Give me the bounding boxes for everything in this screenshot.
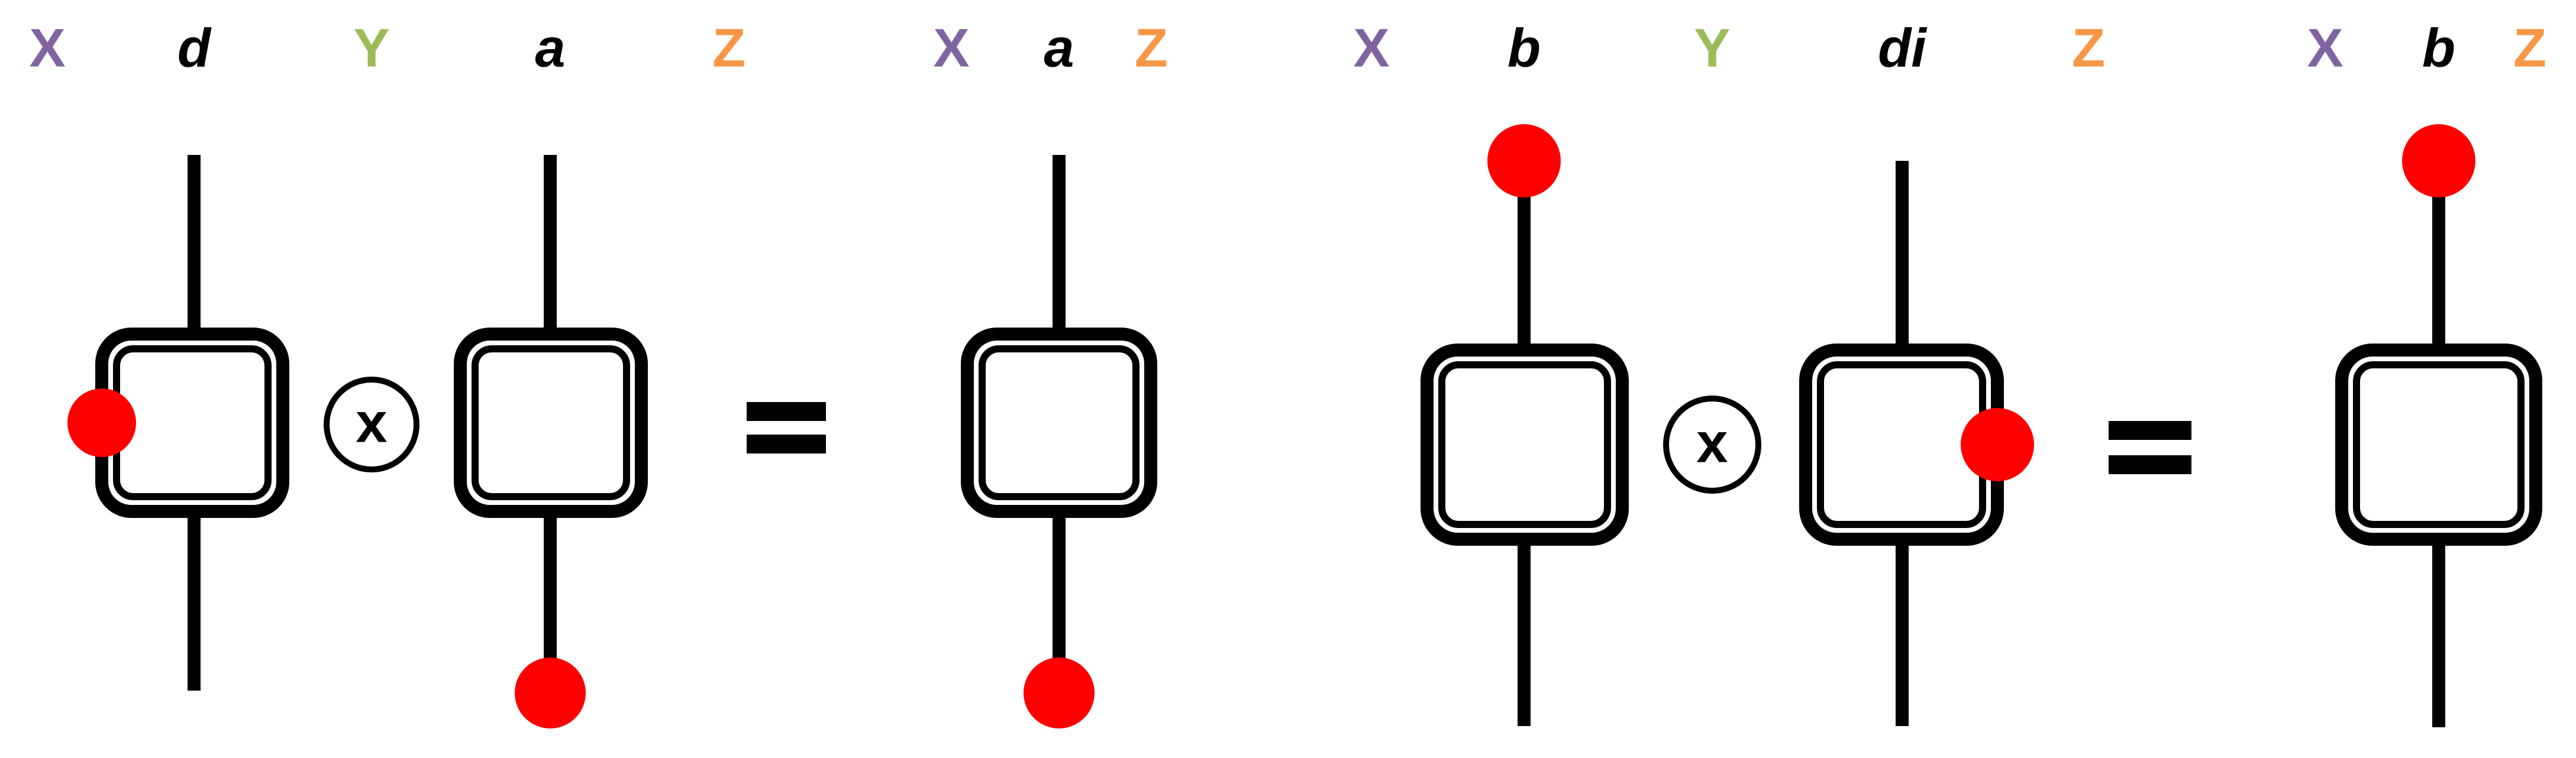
box-b-inner — [1438, 361, 1611, 528]
eq1-label-d: d — [177, 18, 212, 78]
eq2-label-b: b — [1507, 18, 1541, 78]
eq2-rhs-label-z: Z — [2513, 18, 2546, 78]
otimes-2-circle — [1663, 396, 1761, 494]
eq2-rhs-label-b: b — [2422, 18, 2455, 78]
eq2-label-y: Y — [1694, 18, 1730, 78]
eq2-rhs-label-x: X — [2307, 18, 2343, 78]
box-b-outer — [1421, 344, 1629, 546]
dot-di-right — [1961, 408, 2034, 481]
eq1-rhs-label-x: X — [933, 18, 969, 78]
eq1-label-x-left: X — [29, 18, 65, 78]
dot-rhs-b-top — [2402, 124, 2475, 197]
box-di — [1799, 161, 2034, 726]
equals-1-bottom-bar — [747, 435, 826, 453]
otimes-1-circle — [324, 377, 419, 472]
eq1-label-a: a — [535, 18, 565, 78]
rhs-box-a-outer — [961, 328, 1157, 518]
rhs-box-b-inner — [2353, 361, 2525, 528]
eq1-rhs-label-a: a — [1044, 18, 1074, 78]
eq1-rhs-label-z: Z — [1135, 18, 1168, 78]
otimes-1-x: x — [356, 391, 387, 454]
box-a-inner — [472, 345, 630, 500]
equation-1: X d Y a Z X a Z x — [29, 18, 1168, 728]
eq2-label-di: di — [1878, 18, 1928, 78]
dot-rhs-a-bottom — [1024, 657, 1095, 728]
rhs-box-a — [961, 155, 1157, 728]
otimes-2-x: x — [1696, 411, 1728, 474]
dot-a-bottom — [515, 657, 586, 728]
equals-sign-2 — [2109, 421, 2191, 474]
eq1-label-z-left: Z — [712, 18, 745, 78]
otimes-1: x — [324, 377, 419, 472]
equals-1-top-bar — [747, 402, 826, 421]
box-a — [454, 155, 648, 728]
dot-b-top — [1487, 124, 1561, 197]
equals-sign-1 — [747, 402, 826, 453]
otimes-2: x — [1663, 396, 1761, 494]
box-a-outer — [454, 328, 648, 518]
eq2-label-x-left: X — [1353, 18, 1389, 78]
box-d — [67, 155, 289, 691]
box-b — [1421, 124, 1629, 726]
eq1-label-y: Y — [353, 18, 389, 78]
rhs-box-b — [2335, 124, 2542, 727]
dot-d-left — [67, 388, 136, 457]
rhs-box-b-outer — [2335, 344, 2542, 546]
equals-2-bottom-bar — [2109, 455, 2191, 474]
rhs-box-a-inner — [979, 345, 1139, 500]
equals-2-top-bar — [2109, 421, 2191, 440]
eq2-label-z-left: Z — [2072, 18, 2105, 78]
equation-2: X b Y di Z X b Z x — [1353, 18, 2546, 727]
